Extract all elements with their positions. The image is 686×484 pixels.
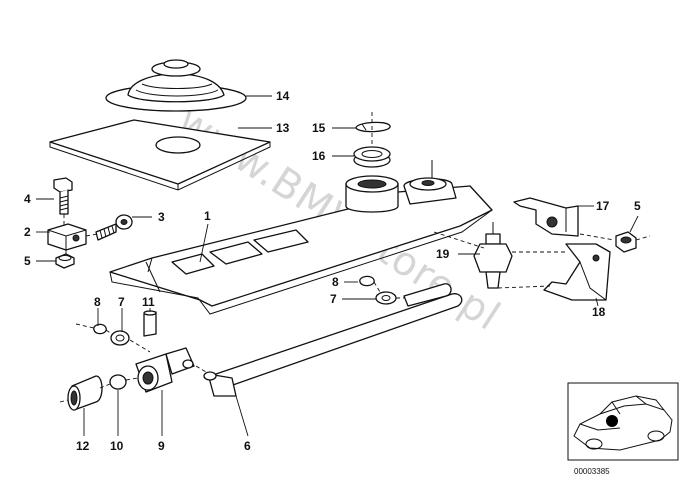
part-8-clip-left bbox=[93, 323, 107, 335]
label-12: 12 bbox=[76, 439, 90, 453]
part-2-clamp-block bbox=[47, 223, 87, 251]
label-5-left: 5 bbox=[24, 254, 31, 268]
part-19-rubber-mount bbox=[473, 222, 513, 289]
part-14-shift-boot bbox=[105, 59, 247, 112]
label-9: 9 bbox=[158, 439, 165, 453]
part-9-joint bbox=[135, 347, 195, 393]
label-15: 15 bbox=[312, 121, 326, 135]
part-11-pin bbox=[143, 310, 157, 337]
part-17-bracket bbox=[513, 197, 579, 237]
part-labels: 14 13 15 16 1 4 2 3 5 17 5 19 18 8 7 8 7… bbox=[24, 89, 641, 453]
label-11: 11 bbox=[142, 295, 155, 309]
car-location-thumbnail bbox=[567, 382, 679, 461]
part-12-sleeve bbox=[67, 375, 103, 411]
label-14: 14 bbox=[276, 89, 290, 103]
label-16: 16 bbox=[312, 149, 326, 163]
part-5-nut-right bbox=[615, 231, 637, 253]
part-4-bolt bbox=[53, 177, 73, 215]
leader-lines bbox=[36, 95, 639, 437]
label-13: 13 bbox=[276, 121, 290, 135]
label-6: 6 bbox=[244, 439, 251, 453]
label-8-right: 8 bbox=[332, 275, 339, 289]
part-10-ball bbox=[109, 374, 127, 390]
label-8-left: 8 bbox=[94, 295, 101, 309]
label-3: 3 bbox=[158, 210, 165, 224]
label-2: 2 bbox=[24, 225, 31, 239]
part-18-bracket bbox=[543, 243, 611, 301]
part-1-shift-console bbox=[109, 160, 493, 315]
part-8-clip-right bbox=[359, 275, 375, 287]
label-1: 1 bbox=[204, 209, 211, 223]
label-19: 19 bbox=[436, 247, 450, 261]
assembly-lines bbox=[59, 112, 651, 403]
label-18: 18 bbox=[592, 305, 606, 319]
label-7-right: 7 bbox=[330, 292, 337, 306]
label-4: 4 bbox=[24, 192, 31, 206]
part-7-washer-right bbox=[375, 291, 397, 305]
document-id: 00003385 bbox=[574, 467, 610, 476]
label-5-right: 5 bbox=[634, 199, 641, 213]
label-17: 17 bbox=[596, 199, 610, 213]
location-marker bbox=[606, 415, 618, 427]
part-13-cover-plate bbox=[49, 119, 271, 191]
part-5-nut-left bbox=[55, 253, 75, 269]
part-16-bushing bbox=[353, 146, 391, 168]
part-6-shift-rod bbox=[203, 283, 463, 397]
label-7-left: 7 bbox=[118, 295, 125, 309]
car-icon bbox=[573, 395, 673, 451]
part-15-circlip bbox=[355, 121, 391, 133]
label-10: 10 bbox=[110, 439, 124, 453]
part-3-screw bbox=[95, 214, 133, 241]
part-7-washer-left bbox=[110, 330, 130, 346]
